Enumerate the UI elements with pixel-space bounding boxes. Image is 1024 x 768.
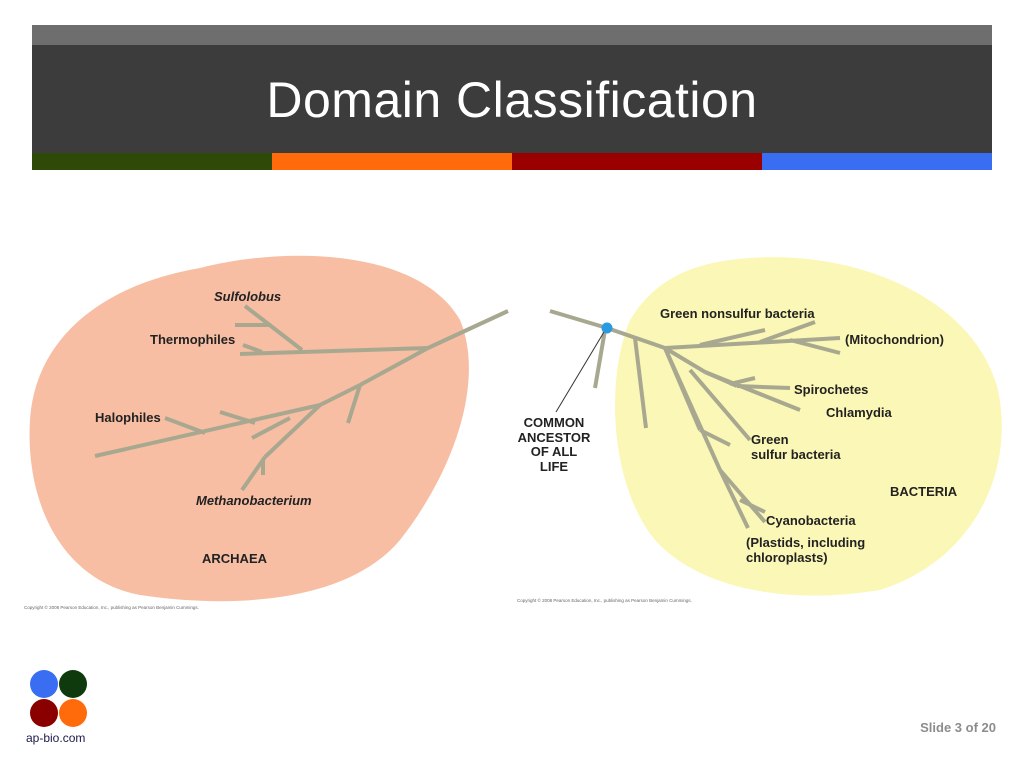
logo-circle-orange — [59, 699, 87, 727]
ancestor-line-3: OF ALL — [531, 444, 578, 459]
label-green-nonsulfur-bacteria: Green nonsulfur bacteria — [660, 306, 815, 321]
copyright-right: Copyright © 2008 Pearson Education, Inc.… — [517, 597, 692, 603]
label-thermophiles: Thermophiles — [150, 332, 235, 347]
label-chlamydia: Chlamydia — [826, 405, 893, 420]
stripe-orange — [272, 153, 512, 170]
label-mitochondrion: (Mitochondrion) — [845, 332, 944, 347]
stripe-red — [512, 153, 762, 170]
ap-bio-logo — [28, 668, 90, 730]
copyright-left: Copyright © 2008 Pearson Education, Inc.… — [24, 604, 199, 610]
archaea-blob — [29, 255, 469, 602]
ancestor-line-2: ANCESTOR — [518, 430, 591, 445]
label-spirochetes: Spirochetes — [794, 382, 868, 397]
label-methanobacterium: Methanobacterium — [196, 493, 312, 508]
stripe-blue — [762, 153, 992, 170]
logo-circle-blue — [30, 670, 58, 698]
label-cyanobacteria: Cyanobacteria — [766, 513, 856, 528]
logo-circle-red — [30, 699, 58, 727]
top-accent-bar — [32, 25, 992, 45]
label-halophiles: Halophiles — [95, 410, 161, 425]
label-bacteria-domain: BACTERIA — [890, 484, 958, 499]
slide-title: Domain Classification — [266, 72, 758, 128]
label-green: Green — [751, 432, 789, 447]
common-ancestor-label: COMMON ANCESTOR OF ALL LIFE — [518, 415, 591, 474]
color-stripes — [32, 153, 992, 170]
ancestor-pointer-line — [555, 331, 605, 413]
logo-text: ap-bio.com — [26, 731, 86, 745]
bacteria-branches — [549, 309, 841, 529]
ancestor-line-1: COMMON — [524, 415, 585, 430]
ancestor-line-4: LIFE — [540, 459, 568, 474]
logo-circle-green — [59, 670, 87, 698]
label-plastids-line-2: chloroplasts) — [746, 550, 828, 565]
stripe-green — [32, 153, 272, 170]
label-archaea-domain: ARCHAEA — [202, 551, 268, 566]
archaea-branches — [94, 304, 509, 492]
slide-number: Slide 3 of 20 — [920, 720, 996, 735]
label-sulfur-bacteria: sulfur bacteria — [751, 447, 841, 462]
label-sulfolobus: Sulfolobus — [214, 289, 281, 304]
label-plastids-line-1: (Plastids, including — [746, 535, 865, 550]
title-bar: Domain Classification — [32, 45, 992, 153]
common-ancestor-dot — [601, 322, 613, 334]
